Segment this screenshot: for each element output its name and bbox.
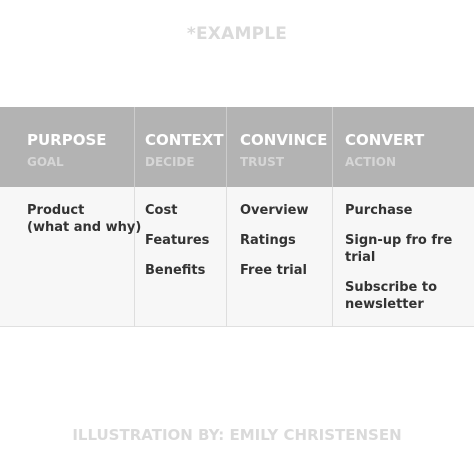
header-divider: [332, 107, 333, 187]
column-subtitle: GOAL: [27, 155, 64, 169]
example-label: *EXAMPLE: [186, 24, 288, 44]
column-header-convince: CONVINCE TRUST: [240, 131, 327, 169]
column-subtitle: ACTION: [345, 155, 396, 169]
cell-item: Purchase: [345, 203, 413, 218]
column-title: CONVINCE: [240, 131, 328, 149]
column-body-convert: Purchase Sign-up fro fre trial Subscribe…: [345, 202, 474, 326]
cell-item: Ratings: [240, 233, 296, 248]
column-header-convert: CONVERT ACTION: [345, 131, 424, 169]
column-body-convince: Overview Ratings Free trial: [240, 202, 309, 292]
header-divider: [226, 107, 227, 187]
cell-item: Subscribe to newsletter: [345, 280, 438, 312]
column-body-purpose: Product (what and why): [27, 202, 141, 249]
cell-item: Benefits: [145, 263, 206, 278]
column-title: PURPOSE: [27, 131, 107, 149]
cell-item: Cost: [145, 203, 178, 218]
content-strategy-table: PURPOSE GOAL Product (what and why) CONT…: [0, 107, 474, 327]
body-divider: [332, 187, 333, 327]
column-title: CONVERT: [345, 131, 425, 149]
body-divider: [226, 187, 227, 327]
cell-item: Product (what and why): [27, 203, 142, 235]
header-divider: [134, 107, 135, 187]
column-subtitle: DECIDE: [145, 155, 195, 169]
column-header-purpose: PURPOSE GOAL: [27, 131, 107, 169]
column-title: CONTEXT: [145, 131, 224, 149]
illustration-credit: ILLUSTRATION BY: EMILY CHRISTENSEN: [72, 426, 402, 444]
body-divider: [134, 187, 135, 327]
table-header-row: [0, 107, 474, 187]
column-body-context: Cost Features Benefits: [145, 202, 209, 292]
cell-item: Features: [145, 233, 210, 248]
cell-item: Sign-up fro fre trial: [345, 233, 453, 265]
column-subtitle: TRUST: [240, 155, 284, 169]
table-body-row: [0, 187, 474, 327]
column-header-context: CONTEXT DECIDE: [145, 131, 224, 169]
cell-item: Free trial: [240, 263, 307, 278]
cell-item: Overview: [240, 203, 309, 218]
